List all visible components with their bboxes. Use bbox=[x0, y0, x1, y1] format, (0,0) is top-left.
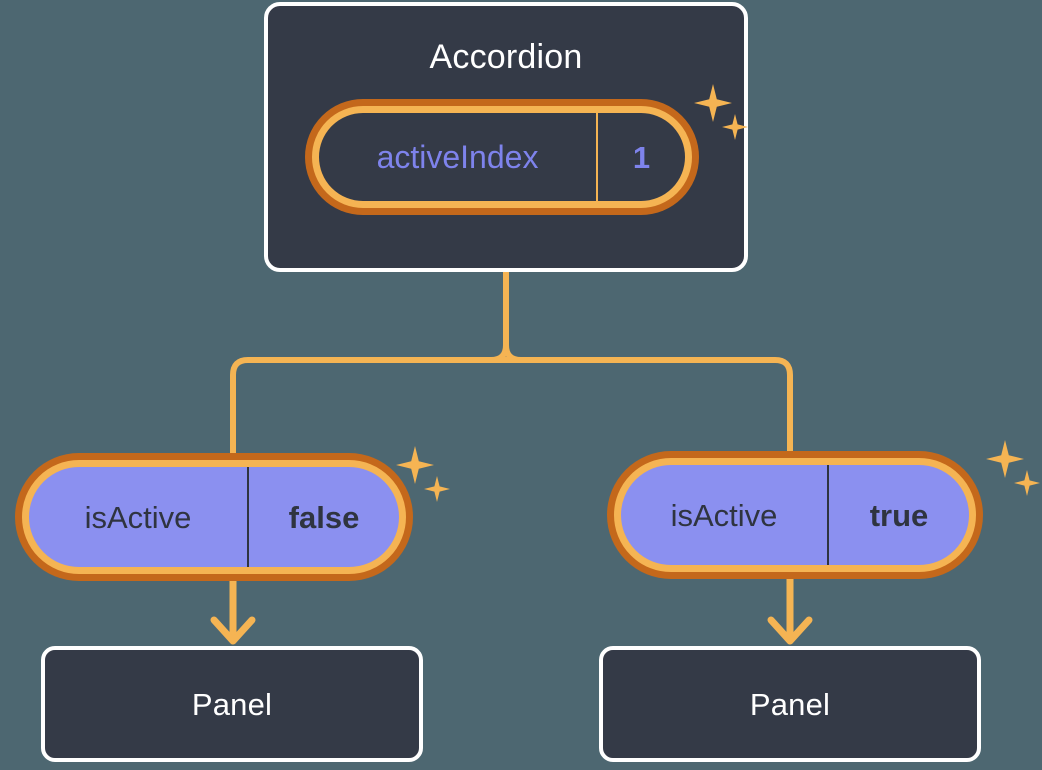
sparkle-small-icon bbox=[1014, 470, 1040, 496]
sparkle-small-icon bbox=[424, 476, 450, 502]
state-value-isactive-right: true bbox=[869, 497, 929, 533]
state-key-isactive-left: isActive bbox=[29, 467, 249, 567]
connector-right-branch bbox=[503, 357, 793, 461]
sparkle-large-icon bbox=[986, 440, 1024, 478]
component-title-panel-left: Panel bbox=[191, 686, 273, 722]
component-node-panel-right[interactable]: Panel bbox=[599, 646, 981, 762]
state-pill-activeindex[interactable]: activeIndex 1 bbox=[312, 106, 692, 208]
state-pill-isactive-right[interactable]: isActive true bbox=[614, 458, 976, 572]
connector-left-branch bbox=[230, 357, 509, 463]
state-key-isactive-right: isActive bbox=[621, 465, 829, 565]
state-key-activeindex: activeIndex bbox=[319, 113, 598, 201]
connector-trunk-mirror bbox=[488, 342, 509, 363]
sparkle-large-icon bbox=[396, 446, 434, 484]
state-value-activeindex: 1 bbox=[632, 139, 651, 175]
component-title-panel-right: Panel bbox=[749, 686, 831, 722]
state-pill-isactive-left[interactable]: isActive false bbox=[22, 460, 406, 574]
arrow-head-right-icon bbox=[767, 616, 813, 645]
connector-trunk bbox=[503, 269, 524, 363]
state-value-isactive-left: false bbox=[288, 499, 360, 535]
component-node-panel-left[interactable]: Panel bbox=[41, 646, 423, 762]
component-title-accordion: Accordion bbox=[429, 38, 583, 76]
arrow-head-left-icon bbox=[210, 616, 256, 645]
